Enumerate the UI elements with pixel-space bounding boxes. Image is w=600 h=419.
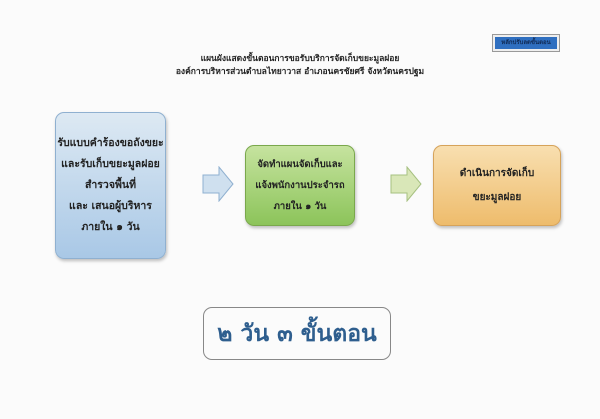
page-subtitle: องค์การบริหารส่วนตำบลไทยาวาส อำเภอนครชัย… bbox=[175, 67, 425, 77]
arrow-right-icon bbox=[390, 166, 422, 202]
badge: หลักปรับลดขั้นตอน bbox=[492, 34, 560, 52]
step-2-box: จัดทำแผนจัดเก็บและ แจ้งพนักงานประจำรถ ภา… bbox=[245, 145, 355, 226]
step-1-box: รับแบบคำร้องขอถังขยะ และรับเก็บขยะมูลฝอย… bbox=[55, 112, 166, 259]
summary-box: ๒ วัน ๓ ขั้นตอน bbox=[203, 307, 391, 360]
step-3-box: ดำเนินการจัดเก็บ ขยะมูลฝอย bbox=[433, 145, 561, 226]
arrow-right-icon bbox=[202, 166, 234, 202]
page-title: แผนผังแสดงขั้นตอนการขอรับบริการจัดเก็บขย… bbox=[200, 54, 400, 64]
